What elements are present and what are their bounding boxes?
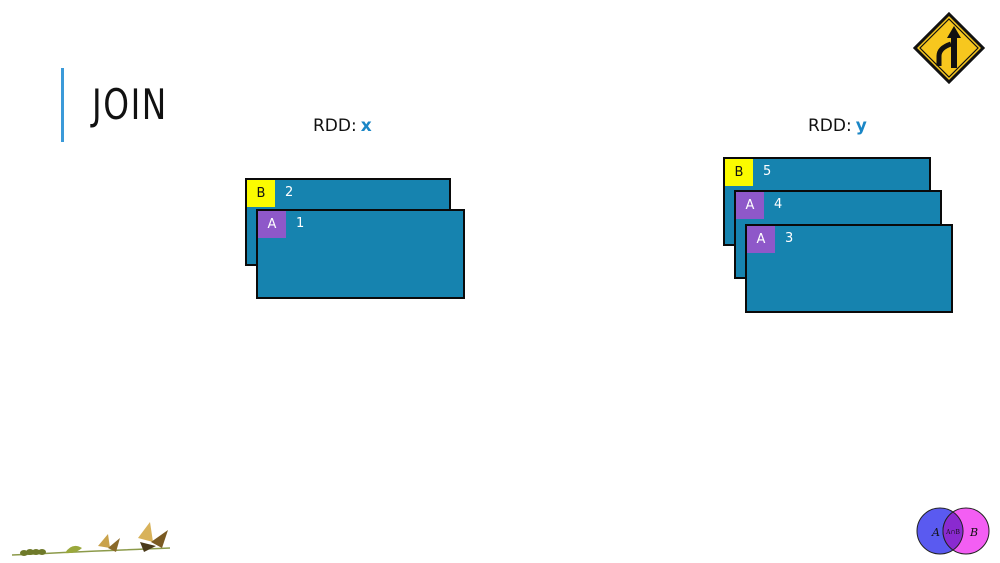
- partition-value: 3: [785, 231, 794, 246]
- venn-left-label: A: [931, 526, 940, 539]
- rdd-y-prefix: RDD:: [808, 116, 852, 136]
- rdd-x-label: RDD:x: [313, 116, 372, 136]
- partition-key: A: [258, 211, 286, 238]
- partition-key: A: [747, 226, 775, 253]
- partition-value: 1: [296, 216, 305, 231]
- slide-title: JOIN: [92, 80, 168, 129]
- partition-value: 2: [285, 185, 294, 200]
- rdd-x-partition-2: A 1: [256, 209, 465, 299]
- merge-sign-icon: [913, 12, 985, 84]
- venn-diagram-icon: A A∩B B: [916, 507, 990, 555]
- rdd-y-partition-3: A 3: [745, 224, 953, 313]
- caterpillar-butterfly-icon: [11, 522, 171, 556]
- partition-key: B: [725, 159, 753, 186]
- partition-value: 4: [774, 197, 783, 212]
- partition-key: A: [736, 192, 764, 219]
- partition-value: 5: [763, 164, 772, 179]
- rdd-y-var: y: [855, 116, 867, 136]
- rdd-x-prefix: RDD:: [313, 116, 357, 136]
- partition-key: B: [247, 180, 275, 207]
- rdd-x-var: x: [360, 116, 372, 136]
- venn-right-label: B: [969, 526, 978, 539]
- rdd-y-label: RDD:y: [808, 116, 867, 136]
- title-accent-bar: [61, 68, 64, 142]
- venn-intersection-label: A∩B: [945, 529, 960, 536]
